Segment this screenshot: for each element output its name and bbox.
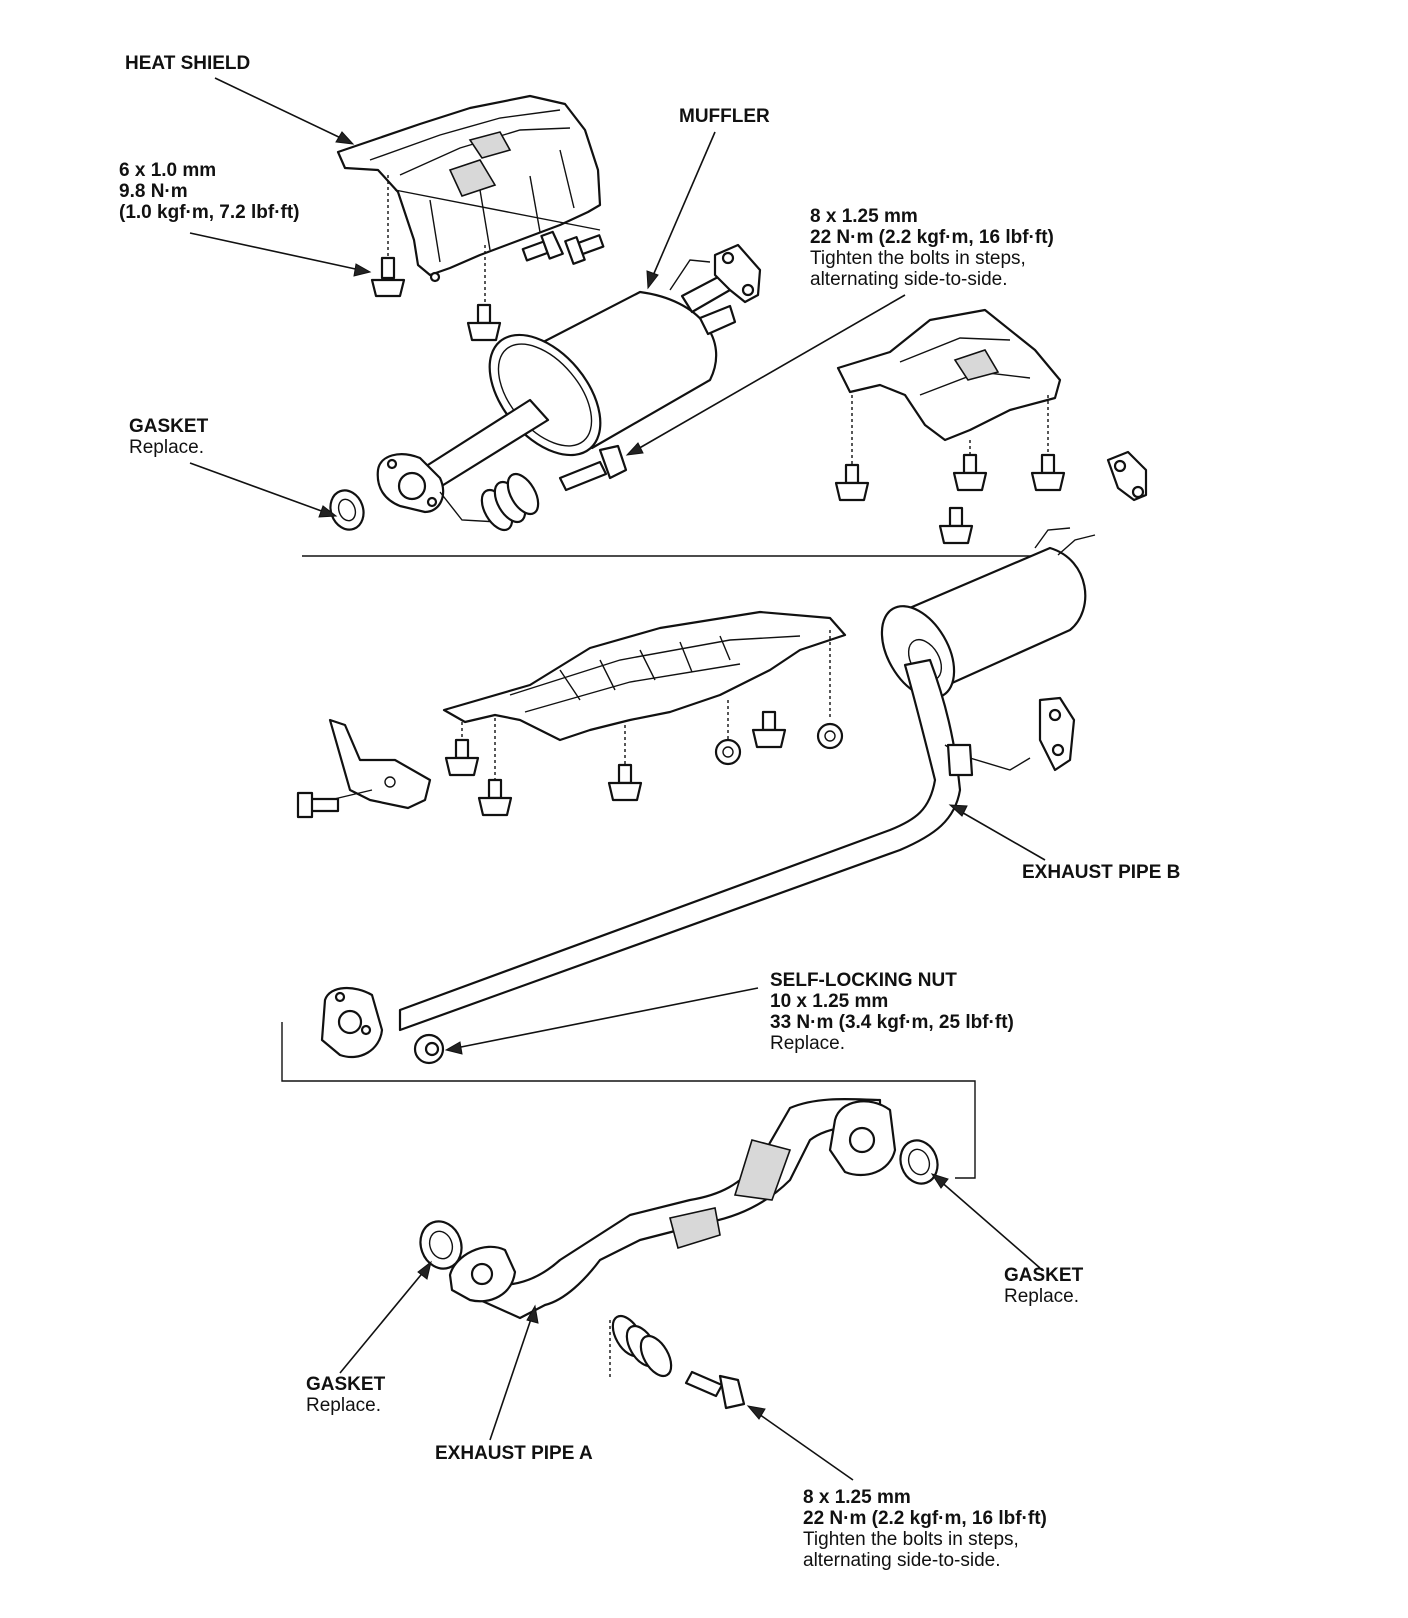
bolt-8mm-top-label: 8 x 1.25 mm 22 N·m (2.2 kgf·m, 16 lbf·ft… — [810, 206, 1054, 290]
gasket-top-note: Replace. — [129, 437, 204, 458]
bolt-6mm-label: 6 x 1.0 mm 9.8 N·m (1.0 kgf·m, 7.2 lbf·f… — [119, 160, 300, 223]
gasket-right-note: Replace. — [1004, 1286, 1079, 1307]
gasket-right-label: GASKET Replace. — [1004, 1265, 1083, 1307]
exhaust-pipe-a-label: EXHAUST PIPE A — [435, 1443, 593, 1464]
leader-lines — [189, 77, 1046, 1481]
muffler-label: MUFFLER — [679, 106, 770, 127]
hanger-bracket-right — [1106, 450, 1148, 502]
bolt-8mm-bottom-instruction: Tighten the bolts in steps, — [803, 1529, 1019, 1550]
heat-shield-label: HEAT SHIELD — [125, 53, 250, 74]
gasket-left-note: Replace. — [306, 1395, 381, 1416]
exhaust-pipe-a-title: EXHAUST PIPE A — [435, 1443, 593, 1464]
bolt-6mm-size: 6 x 1.0 mm — [119, 160, 217, 181]
bolt-8mm-bottom-instruction-2: alternating side-to-side. — [803, 1550, 1001, 1571]
spring-bolt-top — [439, 444, 628, 532]
self-locking-nut-title: SELF-LOCKING NUT — [770, 970, 957, 991]
bolt-8mm-top-size: 8 x 1.25 mm — [810, 206, 918, 227]
muffler — [376, 259, 737, 514]
gasket-right-part — [899, 1139, 939, 1185]
heat-shield-right — [836, 308, 1062, 470]
heat-shield-bolts — [370, 175, 605, 342]
bolt-6mm-torque: 9.8 N·m — [119, 181, 188, 202]
spring-bolt-bottom — [609, 1314, 746, 1410]
heat-shield-top — [336, 94, 602, 283]
self-locking-nut-label: SELF-LOCKING NUT 10 x 1.25 mm 33 N·m (3.… — [770, 970, 1014, 1054]
gasket-top-part — [329, 489, 365, 531]
self-locking-nut-note: Replace. — [770, 1033, 845, 1054]
heat-shield-right-bolts — [834, 453, 1066, 545]
gasket-top-title: GASKET — [129, 416, 209, 437]
bolt-8mm-top-instruction: Tighten the bolts in steps, — [810, 248, 1026, 269]
left-bracket — [296, 718, 432, 819]
self-locking-nut-part — [413, 1033, 445, 1065]
muffler-hanger-bracket — [713, 243, 762, 304]
heat-shield-mid — [442, 610, 847, 780]
self-locking-nut-size: 10 x 1.25 mm — [770, 991, 889, 1012]
gasket-right-title: GASKET — [1004, 1265, 1084, 1286]
gasket-left-title: GASKET — [306, 1374, 386, 1395]
heat-shield-mid-bolts — [444, 710, 844, 817]
gasket-left-label: GASKET Replace. — [306, 1374, 385, 1416]
exhaust-pipe-b-title: EXHAUST PIPE B — [1022, 862, 1181, 883]
gasket-left-part — [419, 1220, 463, 1270]
exhaust-pipe-a-part — [448, 1097, 897, 1320]
bolt-8mm-bottom-size: 8 x 1.25 mm — [803, 1487, 911, 1508]
heat-shield-title: HEAT SHIELD — [125, 53, 251, 74]
exhaust-pipe-b-label: EXHAUST PIPE B — [1022, 862, 1180, 883]
gasket-top-label: GASKET Replace. — [129, 416, 208, 458]
bolt-8mm-top-instruction-2: alternating side-to-side. — [810, 269, 1008, 290]
bolt-8mm-bottom-label: 8 x 1.25 mm 22 N·m (2.2 kgf·m, 16 lbf·ft… — [803, 1487, 1047, 1571]
muffler-title: MUFFLER — [679, 106, 770, 127]
bolt-6mm-torque-alt: (1.0 kgf·m, 7.2 lbf·ft) — [119, 202, 300, 223]
bolt-8mm-top-torque: 22 N·m (2.2 kgf·m, 16 lbf·ft) — [810, 227, 1054, 248]
self-locking-nut-torque: 33 N·m (3.4 kgf·m, 25 lbf·ft) — [770, 1012, 1014, 1033]
bolt-8mm-bottom-torque: 22 N·m (2.2 kgf·m, 16 lbf·ft) — [803, 1508, 1047, 1529]
exhaust-pipe-b-part — [320, 527, 1096, 1059]
